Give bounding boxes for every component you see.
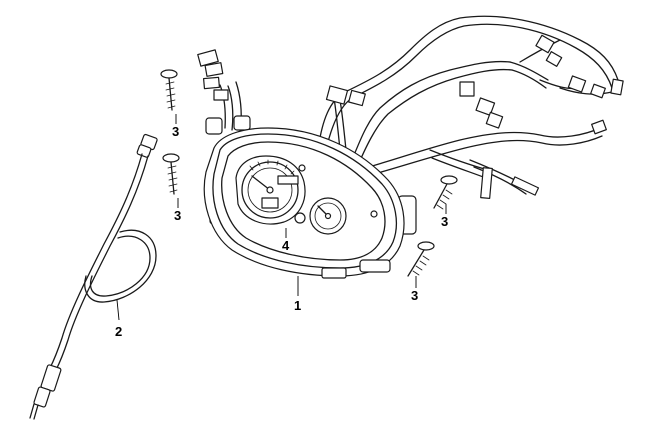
callout-screw-right-top: 3 bbox=[441, 214, 448, 229]
screw-right-lower bbox=[407, 241, 435, 277]
screw-right-upper bbox=[433, 175, 458, 210]
meter-assembly bbox=[203, 115, 417, 279]
screw-top-left bbox=[160, 69, 178, 111]
meter-face bbox=[235, 155, 378, 235]
callout-screw-top: 3 bbox=[172, 124, 179, 139]
callout-screw-right-bottom: 3 bbox=[411, 288, 418, 303]
speedometer-cable bbox=[29, 133, 158, 420]
callout-labels: 3 3 3 3 2 1 4 bbox=[115, 124, 448, 339]
callout-meter-inner: 4 bbox=[282, 238, 290, 253]
callout-cable: 2 bbox=[115, 324, 122, 339]
callout-meter-assembly: 1 bbox=[294, 298, 301, 313]
screw-middle-left bbox=[162, 153, 180, 195]
callout-screw-mid: 3 bbox=[174, 208, 181, 223]
leader-lines bbox=[116, 114, 447, 321]
harness-connectors bbox=[197, 34, 624, 199]
